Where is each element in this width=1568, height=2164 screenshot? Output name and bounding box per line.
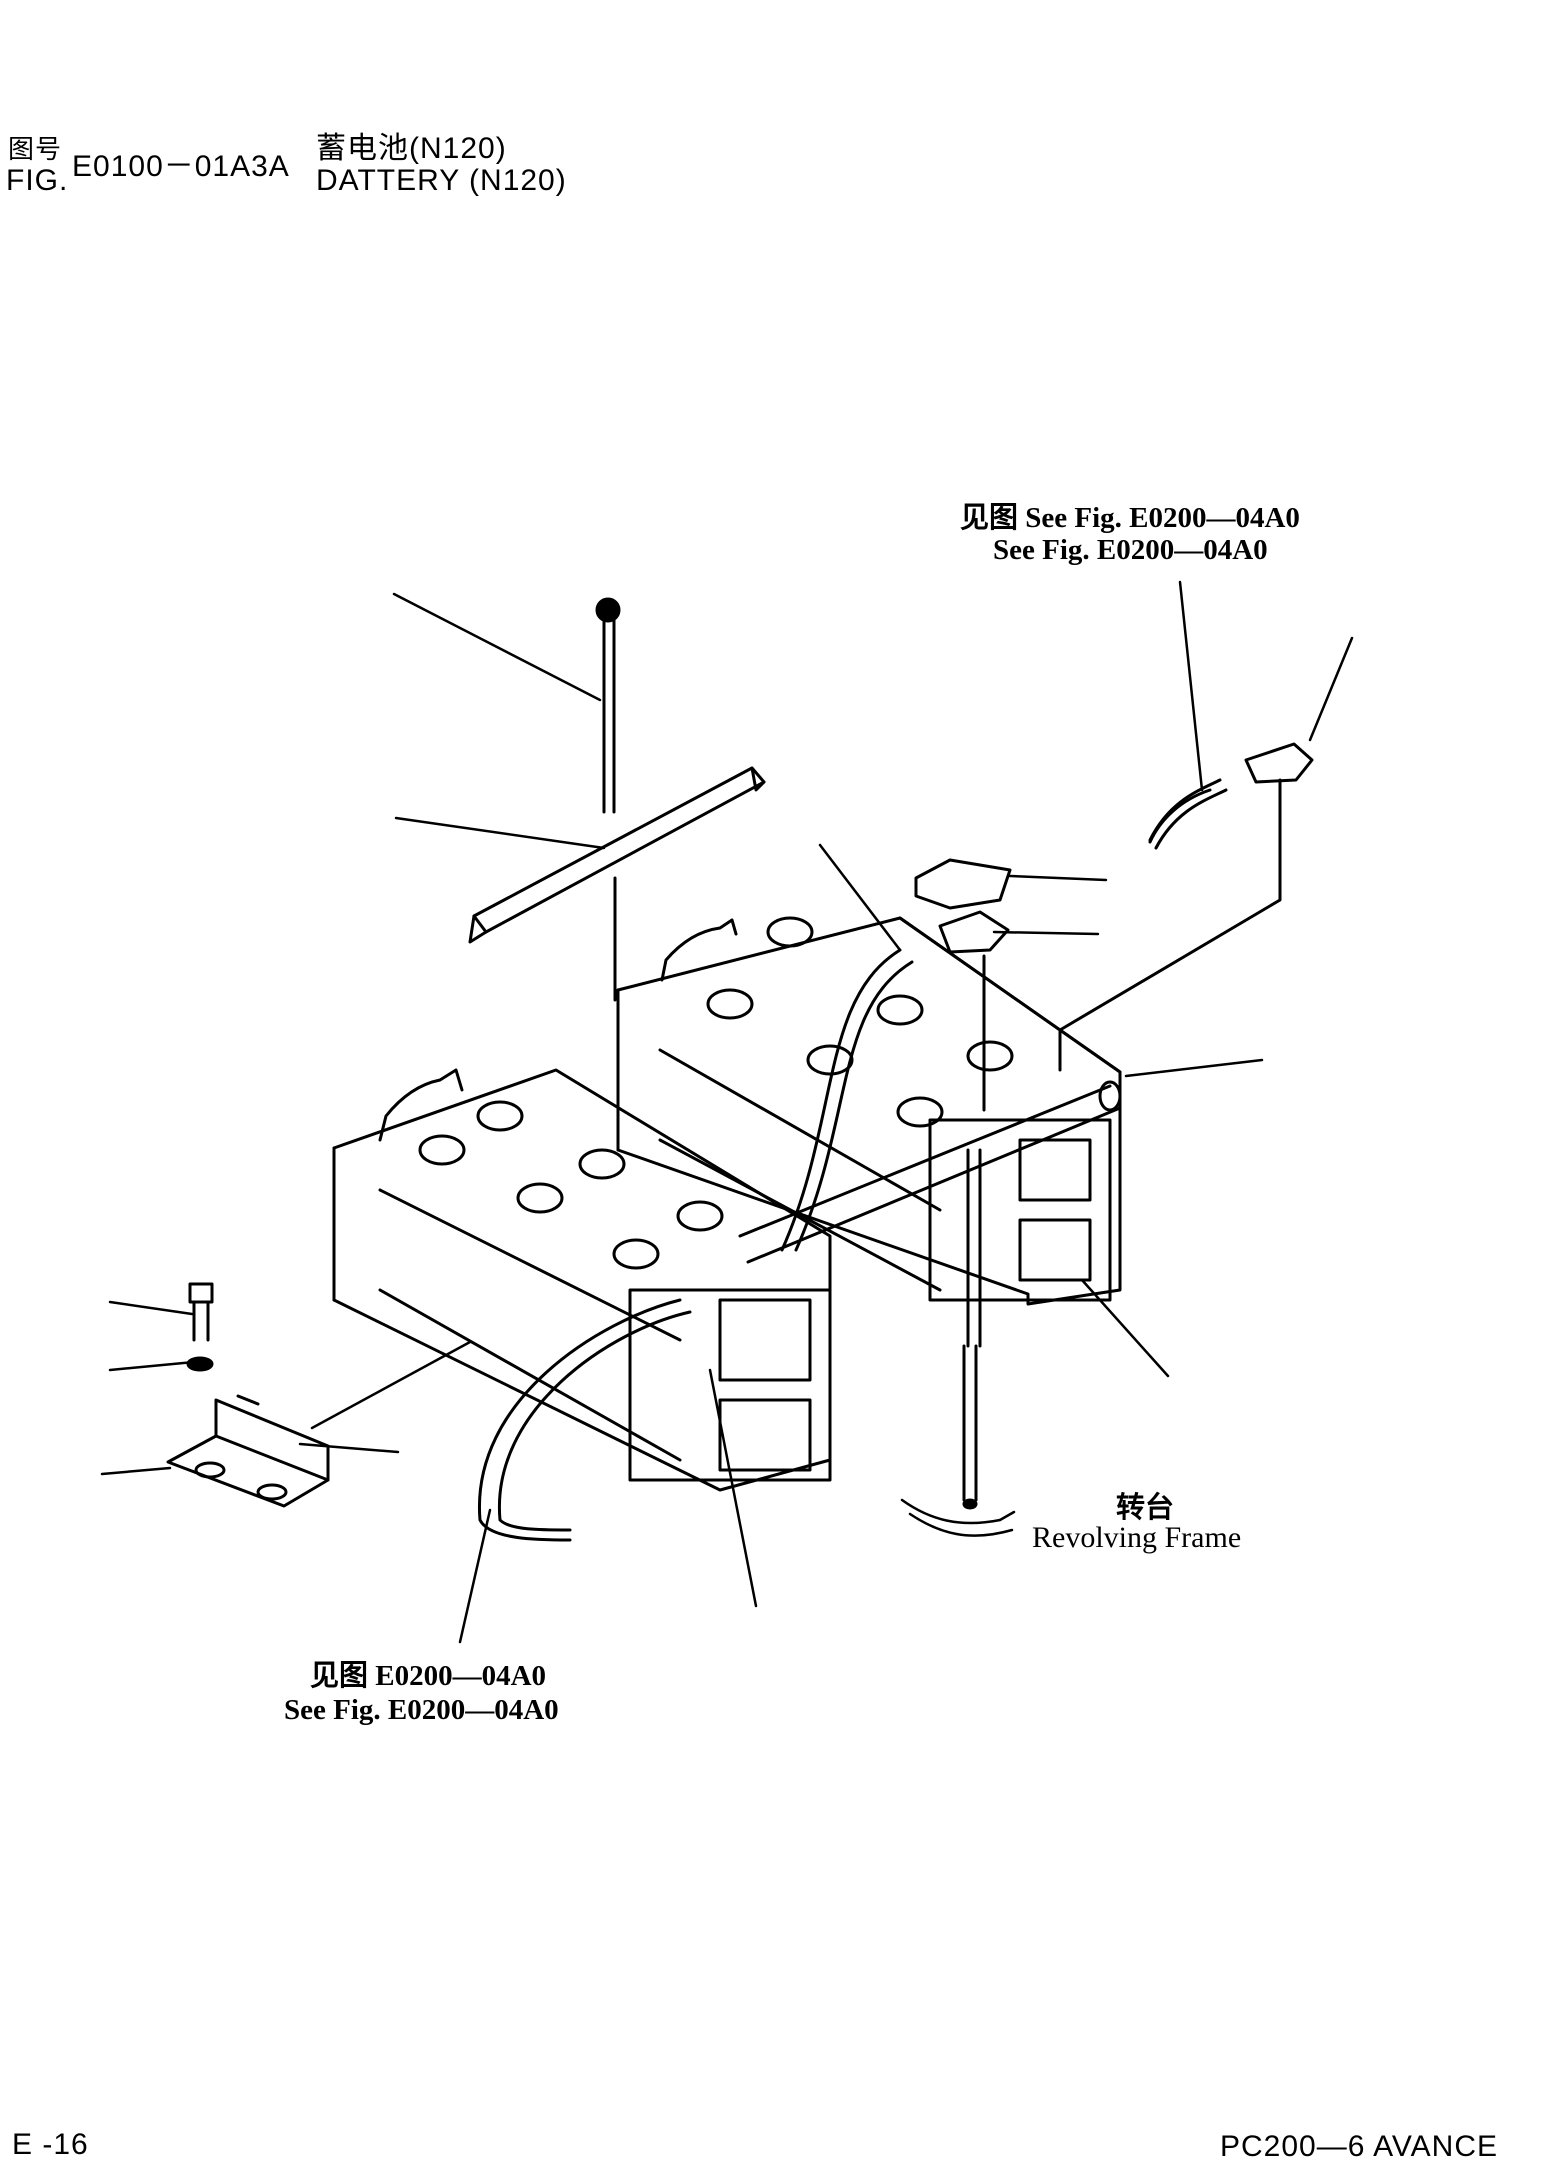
fig-label-en: FIG. (6, 164, 69, 197)
battery-terminals (914, 742, 1314, 1112)
hold-down-bolt (595, 597, 621, 814)
callout-frame-en: Revolving Frame (1032, 1521, 1242, 1554)
callout-bottom-left-line1: 见图 E0200—04A0 (310, 1660, 547, 1692)
battery-connector-bar (738, 1080, 1122, 1348)
callout-top-right-line2: See Fig. E0200—04A0 (993, 534, 1268, 566)
revolving-frame-mark (900, 1498, 1016, 1537)
title-cn: 蓄电池(N120) (316, 132, 507, 165)
frame-bolt (962, 1344, 978, 1510)
callout-frame-cn: 转台 (1116, 1492, 1175, 1524)
battery-front (332, 1068, 832, 1492)
battery-bracket (166, 1394, 330, 1508)
hold-down-angle (468, 766, 766, 1002)
leader-lines (100, 580, 1354, 1644)
battery-cables (478, 778, 1282, 1542)
fig-label-cn: 图号 (8, 134, 63, 164)
page-number: E -16 (12, 2128, 89, 2161)
callout-top-right-line1: 见图 See Fig. E0200—04A0 (960, 502, 1300, 534)
fig-number: E0100－01A3A (72, 150, 290, 183)
battery-rear (616, 916, 1122, 1306)
top-right-cable (1148, 788, 1212, 844)
model-name: PC200—6 AVANCE (1220, 2130, 1499, 2163)
title-en: DATTERY (N120) (316, 164, 567, 197)
mount-bolt-washer (186, 1282, 214, 1372)
callout-bottom-left-line2: See Fig. E0200—04A0 (284, 1694, 559, 1726)
